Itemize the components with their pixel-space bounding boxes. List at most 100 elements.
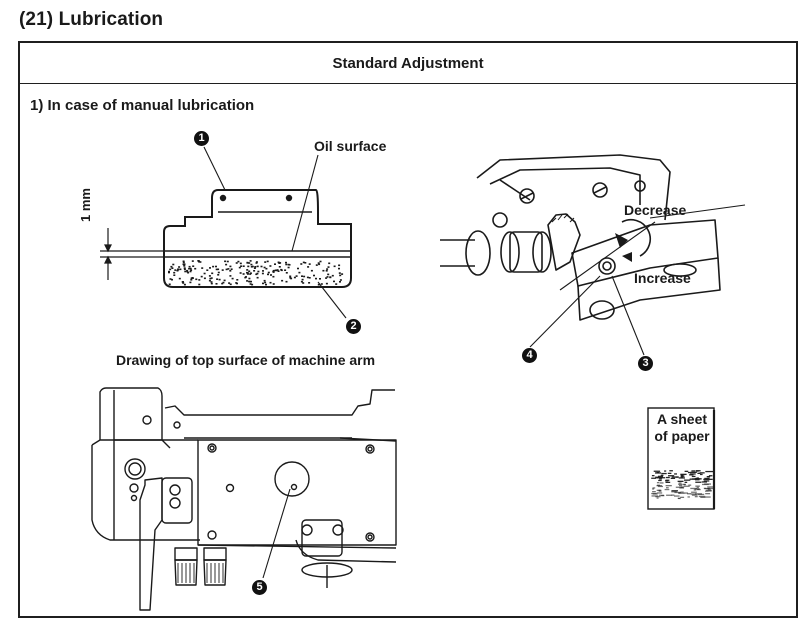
felt-dot xyxy=(289,275,292,278)
callout-1: 1 xyxy=(194,131,209,146)
stain-mark xyxy=(707,488,711,490)
felt-dot xyxy=(304,262,307,264)
stain-mark xyxy=(653,470,661,472)
felt-dot xyxy=(306,276,309,279)
felt-dot xyxy=(266,260,269,263)
leader-line-4 xyxy=(529,275,601,348)
section-title: (21) Lubrication xyxy=(19,9,164,30)
felt-dot xyxy=(210,282,213,285)
felt-dot xyxy=(288,264,291,266)
felt-dot xyxy=(338,267,340,270)
felt-dot xyxy=(179,268,182,271)
stain-mark xyxy=(675,476,679,478)
stain-mark xyxy=(680,496,685,498)
stain-mark xyxy=(678,492,685,494)
stain-mark xyxy=(705,496,711,498)
felt-dot xyxy=(318,263,321,266)
stain-mark xyxy=(671,494,675,496)
felt-dot xyxy=(333,265,336,268)
stain-mark xyxy=(657,476,663,479)
stain-mark xyxy=(665,476,670,479)
felt-dot xyxy=(190,279,193,281)
felt-dot xyxy=(326,276,329,278)
stain-mark xyxy=(705,493,711,495)
felt-dot xyxy=(200,275,203,278)
stain-mark xyxy=(680,474,684,476)
stain-mark xyxy=(677,480,684,482)
stain-mark xyxy=(665,485,672,487)
stain-mark xyxy=(658,490,662,492)
felt-dot xyxy=(249,283,252,285)
felt-dot xyxy=(285,263,288,266)
stain-mark xyxy=(696,486,699,488)
standard-adjustment-table: Standard Adjustment 1) In case of manual… xyxy=(18,41,798,618)
stain-mark xyxy=(652,487,656,489)
stain-mark xyxy=(656,492,663,494)
leader-line-5 xyxy=(262,488,291,579)
stain-mark xyxy=(659,494,665,496)
felt-dot xyxy=(285,272,288,274)
stain-mark xyxy=(701,481,707,483)
felt-dot xyxy=(253,267,256,269)
stain-mark xyxy=(675,486,683,488)
felt-dot xyxy=(239,272,242,274)
felt-dot xyxy=(339,274,342,277)
felt-dot xyxy=(300,280,303,283)
felt-dot xyxy=(173,274,176,276)
felt-dot xyxy=(319,278,321,280)
stain-mark xyxy=(690,487,698,490)
stain-mark xyxy=(651,477,657,479)
felt-dot xyxy=(229,270,232,272)
felt-dot xyxy=(250,280,252,283)
stain-mark xyxy=(661,472,667,475)
stain-mark xyxy=(703,478,708,480)
stain-mark xyxy=(659,478,662,480)
felt-dot xyxy=(189,270,192,273)
felt-dot xyxy=(215,268,218,271)
felt-dot xyxy=(168,270,170,273)
felt-dot xyxy=(341,273,344,275)
felt-dot xyxy=(335,283,338,285)
felt-dot xyxy=(189,267,192,270)
felt-dot xyxy=(246,280,249,282)
felt-dot xyxy=(224,260,227,263)
felt-dot xyxy=(176,269,179,272)
stain-mark xyxy=(674,495,680,497)
felt-dot xyxy=(215,283,218,285)
stain-mark xyxy=(694,496,698,498)
felt-dot xyxy=(198,283,201,286)
stain-mark xyxy=(656,484,660,486)
stain-mark xyxy=(708,490,712,492)
felt-dot xyxy=(183,268,186,271)
felt-dot xyxy=(251,283,254,286)
felt-dot xyxy=(221,269,224,271)
paper-label-line-2: of paper xyxy=(654,428,710,444)
felt-dot xyxy=(199,261,202,263)
felt-dot xyxy=(182,263,185,266)
felt-dot xyxy=(247,265,250,268)
machine-arm-caption: Drawing of top surface of machine arm xyxy=(116,352,376,368)
felt-dot xyxy=(295,275,298,277)
felt-dot xyxy=(198,279,201,281)
felt-dot xyxy=(277,261,280,264)
callout-3: 3 xyxy=(638,356,653,371)
stain-mark xyxy=(666,487,669,489)
felt-dot xyxy=(169,268,172,271)
felt-dot xyxy=(264,261,267,263)
felt-dot xyxy=(280,269,283,272)
felt-dot xyxy=(236,279,239,281)
felt-dot xyxy=(257,270,260,273)
felt-dot xyxy=(339,281,341,283)
stain-mark xyxy=(697,493,705,496)
felt-dot xyxy=(208,279,211,282)
felt-dot xyxy=(235,262,238,264)
stain-mark xyxy=(684,470,689,472)
felt-dot xyxy=(328,262,331,265)
stain-mark xyxy=(680,491,684,493)
paper-label-line-1: A sheet xyxy=(656,411,708,427)
felt-dot xyxy=(186,269,189,272)
felt-dot xyxy=(269,281,272,284)
stain-mark xyxy=(656,489,662,491)
felt-dot xyxy=(183,265,186,267)
